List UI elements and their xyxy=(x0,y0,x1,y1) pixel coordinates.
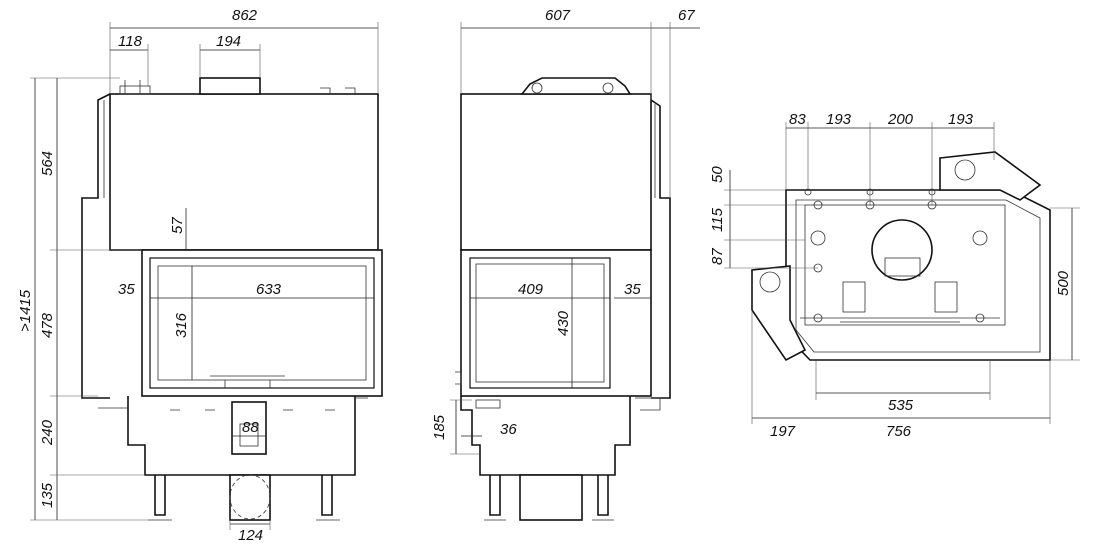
dim-glass-width: 633 xyxy=(256,281,282,298)
dim-left-115: 115 xyxy=(709,207,726,232)
dim-inlet-height: 185 xyxy=(431,414,448,440)
dim-side-glass-width: 409 xyxy=(518,281,544,298)
dim-side-margin: 35 xyxy=(624,281,641,298)
dim-upper-height: 564 xyxy=(39,151,56,176)
dim-base-height: 240 xyxy=(39,419,56,446)
dim-air-inlet-width: 88 xyxy=(242,419,259,436)
dim-left-offset: 118 xyxy=(118,33,143,50)
dim-bottom-197: 197 xyxy=(770,423,796,440)
dim-duct-width: 124 xyxy=(238,527,263,544)
dim-side-glass-height: 430 xyxy=(555,310,572,336)
dim-bottom-535: 535 xyxy=(888,397,914,414)
front-dimensions xyxy=(30,22,379,530)
dim-bottom-756: 756 xyxy=(886,423,912,440)
top-dimensions xyxy=(724,122,1080,424)
top-view xyxy=(751,151,1051,362)
dim-outlet-width: 194 xyxy=(216,33,241,50)
dim-frame-gap: 57 xyxy=(169,217,186,234)
dim-depth: 607 xyxy=(545,7,571,24)
dim-top-83: 83 xyxy=(789,111,806,128)
dim-side-margin: 35 xyxy=(118,281,135,298)
dim-glass-height: 316 xyxy=(173,312,190,338)
dim-total-height: >1415 xyxy=(17,289,34,332)
dim-leg-height: 135 xyxy=(39,482,56,508)
dim-door-height: 478 xyxy=(39,312,56,338)
dim-left-50: 50 xyxy=(709,166,726,183)
dim-top-193-right: 193 xyxy=(948,111,974,128)
dim-overall-width: 862 xyxy=(232,7,258,24)
dim-inlet-offset: 36 xyxy=(500,421,517,438)
dim-top-193-left: 193 xyxy=(826,111,852,128)
side-view xyxy=(455,77,671,521)
dim-rear-offset: 67 xyxy=(678,7,695,24)
dim-left-87: 87 xyxy=(709,248,726,265)
dim-right-500: 500 xyxy=(1055,270,1072,296)
front-view xyxy=(81,77,383,521)
dim-top-200: 200 xyxy=(887,111,914,128)
side-dimensions xyxy=(450,22,700,455)
